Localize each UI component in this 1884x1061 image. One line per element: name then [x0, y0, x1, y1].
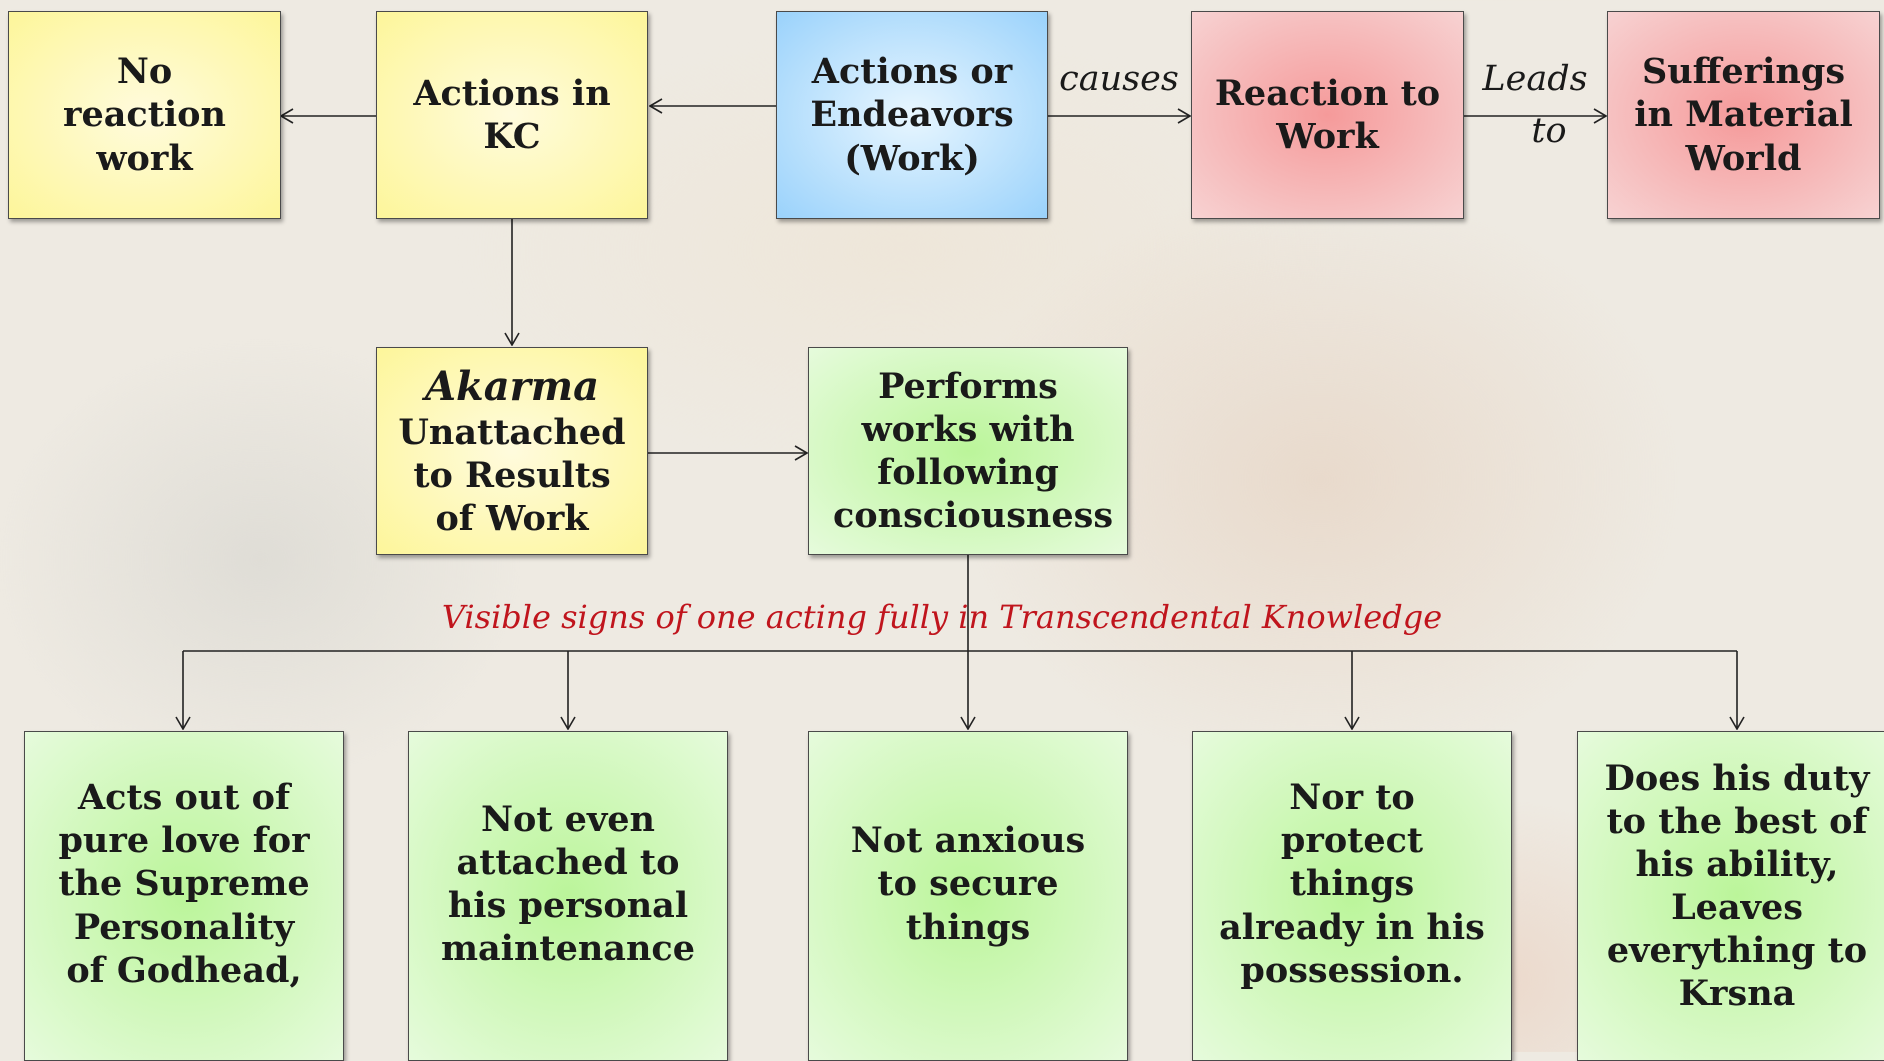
- sign-box-1: Acts out of pure love for the Supreme Pe…: [24, 731, 344, 1061]
- sign-1-label: Acts out of pure love for the Supreme Pe…: [58, 777, 310, 991]
- sign-3-label: Not anxious to secure things: [850, 820, 1086, 948]
- performs-box: Performs works with following consciousn…: [808, 347, 1128, 555]
- signs-caption: Visible signs of one acting fully in Tra…: [441, 598, 1443, 636]
- akarma-title: Akarma: [425, 362, 599, 410]
- sign-5-label: Does his duty to the best of his ability…: [1604, 757, 1870, 1015]
- no-reaction-box: No reaction work: [8, 11, 281, 219]
- to-label: to: [1531, 111, 1567, 151]
- sign-2-label: Not even attached to his personal mainte…: [440, 798, 696, 970]
- performs-label: Performs works with following consciousn…: [833, 365, 1114, 537]
- actions-kc-box: Actions in KC: [376, 11, 648, 219]
- akarma-body: Unattached to Results of Work: [398, 412, 626, 540]
- sign-box-4: Nor to protect things already in his pos…: [1192, 731, 1512, 1061]
- causes-label: causes: [1059, 59, 1179, 99]
- leads-label: Leads: [1482, 59, 1588, 99]
- actions-kc-label: Actions in KC: [413, 72, 611, 157]
- sufferings-box: Sufferings in Material World: [1607, 11, 1880, 219]
- no-reaction-label: No reaction work: [63, 51, 226, 179]
- sign-4-label: Nor to protect things already in his pos…: [1219, 777, 1485, 991]
- reaction-box: Reaction to Work: [1191, 11, 1464, 219]
- sign-box-5: Does his duty to the best of his ability…: [1577, 731, 1884, 1061]
- sign-box-3: Not anxious to secure things: [808, 731, 1128, 1061]
- sufferings-label: Sufferings in Material World: [1634, 51, 1853, 179]
- actions-work-label: Actions or Endeavors (Work): [810, 51, 1014, 179]
- actions-work-box: Actions or Endeavors (Work): [776, 11, 1048, 219]
- sign-box-2: Not even attached to his personal mainte…: [408, 731, 728, 1061]
- akarma-box: Akarma Unattached to Results of Work: [376, 347, 648, 555]
- reaction-label: Reaction to Work: [1214, 72, 1441, 157]
